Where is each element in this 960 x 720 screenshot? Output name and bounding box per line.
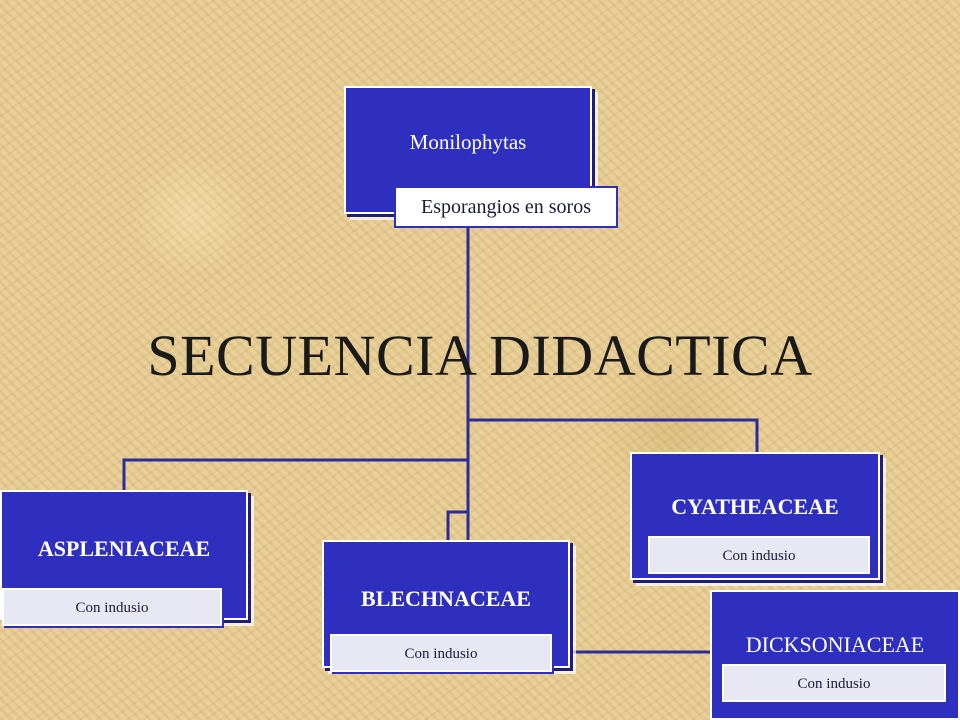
node-blechnaceae-label: BLECHNACEAE [361,586,531,611]
node-dicksoniaceae-subtitle: Con indusio [722,664,946,702]
node-cyatheaceae-subtitle: Con indusio [648,536,870,574]
slide-title: SECUENCIA DIDACTICA [147,323,813,388]
branch-cyatheaceae [468,418,759,452]
node-cyatheaceae-label: CYATHEACEAE [671,494,839,519]
branch-blechnaceae [446,510,468,540]
branch-aspleniaceae [122,458,468,490]
node-dicksoniaceae-label: DICKSONIACEAE [745,632,925,657]
node-aspleniaceae-subtitle: Con indusio [2,588,222,626]
node-monilophytas-subtitle: Esporangios en soros [394,186,618,228]
node-blechnaceae-subtitle: Con indusio [330,634,552,672]
node-monilophytas-label: Monilophytas [409,130,527,154]
node-aspleniaceae-label: ASPLENIACEAE [37,536,211,561]
